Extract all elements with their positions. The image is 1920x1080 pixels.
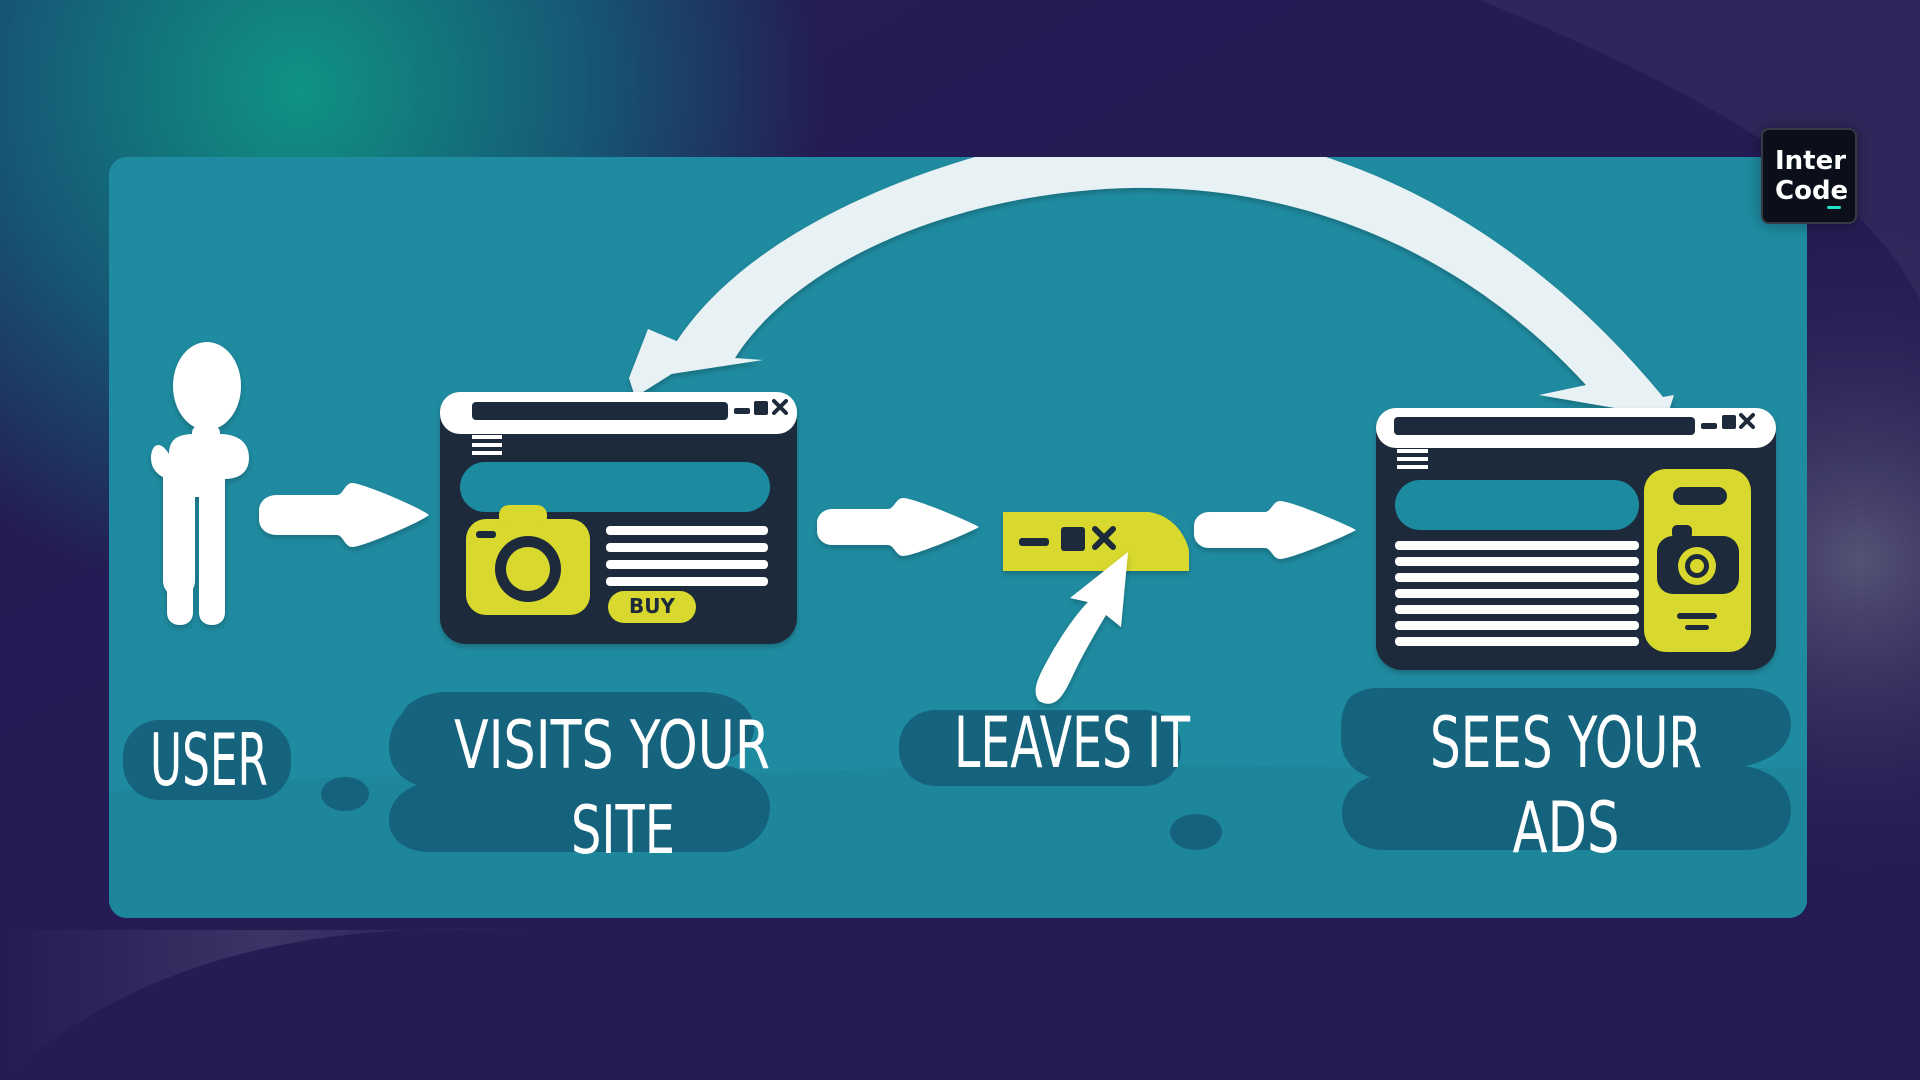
buy-button: BUY: [608, 591, 696, 623]
cursor-arrow-icon: [1035, 552, 1128, 704]
minimize-icon: [1019, 538, 1049, 546]
step-label-sees-line-1: SEES YOUR: [1430, 702, 1702, 784]
label-blob-leaves: [899, 710, 1222, 850]
label-blob-visits: [389, 692, 770, 852]
close-icon: [1739, 413, 1755, 429]
user-icon: [151, 342, 249, 625]
step-label-user-line-1: USER: [150, 718, 268, 802]
step-label-sees-line-2: ADS: [1513, 787, 1620, 869]
step-label-visits-line-2: SITE: [571, 791, 675, 869]
content-lines: [1395, 541, 1639, 646]
maximize-icon: [1722, 415, 1736, 429]
close-icon: [772, 399, 788, 415]
diagram-panel: BUY: [109, 157, 1807, 918]
menu-icon: [1397, 449, 1428, 469]
right-arrow-icon: [817, 498, 979, 556]
camera-icon: [466, 505, 590, 615]
ad-card: [1644, 469, 1751, 652]
return-arrow-icon: [629, 157, 1674, 417]
step-label-leaves: LEAVES IT: [954, 702, 1190, 784]
menu-icon: [472, 435, 502, 455]
maximize-icon: [754, 401, 768, 415]
logo-accent-underline: [1827, 206, 1841, 209]
step-label-sees: SEES YOUR ADS: [1430, 702, 1702, 869]
logo-line-1: Inter: [1775, 146, 1847, 176]
step-label-user: USER: [150, 718, 268, 802]
browser-window-icon: [1376, 408, 1776, 670]
maximize-icon: [1061, 527, 1085, 551]
step-label-leaves-line-1: LEAVES IT: [954, 702, 1190, 784]
label-blob-sees: [1341, 688, 1791, 850]
content-lines: [606, 526, 768, 586]
window-controls-bar: [1003, 512, 1189, 571]
browser-window-icon: BUY: [440, 392, 797, 644]
right-arrow-icon: [259, 483, 429, 547]
minimize-icon: [734, 408, 750, 414]
buy-button-label: BUY: [629, 594, 675, 618]
label-blob-user: [123, 720, 369, 811]
close-icon: [1092, 526, 1116, 550]
logo-line-2: Code: [1775, 176, 1849, 206]
retargeting-diagram: BUY: [109, 157, 1807, 918]
right-arrow-icon: [1194, 501, 1356, 559]
minimize-icon: [1701, 423, 1717, 429]
step-label-visits: VISITS YOUR SITE: [454, 706, 770, 869]
intercode-logo: Inter Code: [1761, 128, 1857, 224]
step-label-visits-line-1: VISITS YOUR: [454, 706, 770, 784]
